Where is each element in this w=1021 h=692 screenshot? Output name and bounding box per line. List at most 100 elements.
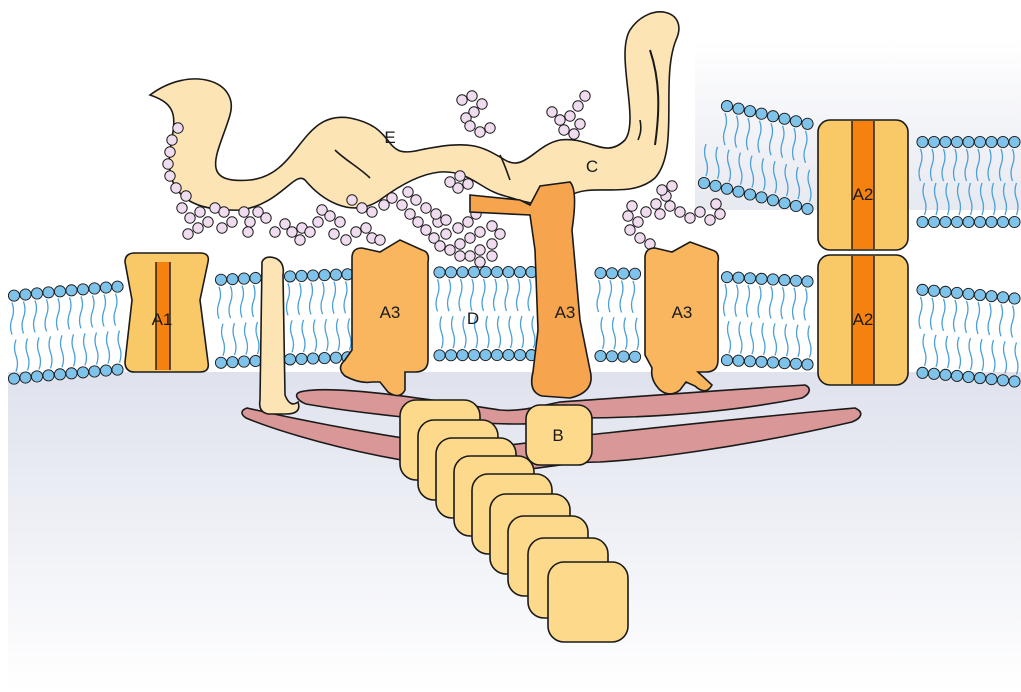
lipid-tail — [452, 316, 455, 348]
lipid-tail — [245, 323, 248, 355]
sugar-bead — [329, 229, 339, 239]
lipid-head — [917, 284, 928, 295]
channel-a1: A1 — [125, 253, 208, 372]
lipid-head — [767, 111, 778, 122]
lipid-tail — [45, 299, 48, 331]
sugar-bead — [457, 95, 467, 105]
lipid-head — [779, 357, 790, 368]
lipid-head — [940, 286, 951, 297]
lipid-tail — [34, 300, 37, 332]
sugar-bead — [270, 227, 280, 237]
lipid-tail — [222, 324, 225, 356]
lipid-head — [112, 281, 123, 292]
lipid-head — [319, 352, 330, 363]
lipid-head — [917, 216, 928, 227]
sugar-bead — [165, 147, 175, 157]
lipid-head — [618, 351, 629, 362]
lipid-head — [606, 268, 617, 279]
lipid-tail — [774, 323, 777, 355]
lipid-tail — [498, 316, 501, 348]
lipid-tail — [252, 285, 255, 317]
lipid-head — [468, 266, 479, 277]
lipid-head — [698, 177, 709, 188]
lipid-head — [503, 349, 514, 360]
sugar-bead — [715, 209, 725, 219]
sugar-bead — [675, 207, 685, 217]
sugar-bead — [171, 183, 181, 193]
sugar-bead — [487, 221, 497, 231]
lipid-head — [480, 266, 491, 277]
lipid-tail — [38, 337, 41, 369]
lipid-head — [963, 371, 974, 382]
lipid-tail — [601, 317, 604, 349]
sugar-bead — [559, 125, 569, 135]
sugar-bead — [367, 207, 377, 217]
lipid-head — [974, 372, 985, 383]
lipid-head — [434, 267, 445, 278]
lipid-tail — [482, 279, 485, 311]
lipid-head — [457, 267, 468, 278]
lipid-head — [733, 103, 744, 114]
sugar-bead — [217, 223, 227, 233]
lipid-head — [66, 368, 77, 379]
lipid-head — [974, 216, 985, 227]
sugar-bead — [387, 193, 397, 203]
lipid-tail — [919, 297, 922, 329]
lipid-head — [744, 273, 755, 284]
lipid-tail — [218, 287, 221, 319]
lipid-tail — [57, 298, 60, 330]
lipid-head — [744, 106, 755, 117]
lipid-tail — [942, 299, 945, 331]
label-a3-right: A3 — [672, 303, 693, 322]
sugar-bead — [569, 129, 579, 139]
lipid-head — [940, 216, 951, 227]
lipid-head — [710, 180, 721, 191]
lipid-head — [986, 291, 997, 302]
lipid-tail — [348, 318, 351, 350]
lipid-tail — [84, 333, 87, 365]
lipid-head — [296, 353, 307, 364]
lipid-tail — [229, 286, 232, 318]
lipid-head — [790, 200, 801, 211]
lipid-tail — [781, 287, 784, 319]
label-a3-left: A3 — [380, 303, 401, 322]
lipid-head — [917, 367, 928, 378]
sugar-bead — [227, 217, 237, 227]
lipid-tail — [49, 336, 52, 368]
lipid-tail — [620, 281, 623, 313]
lipid-head — [307, 270, 318, 281]
lipid-tail — [310, 282, 313, 314]
sugar-bead — [475, 227, 485, 237]
sugar-bead — [573, 101, 583, 111]
sugar-bead — [667, 181, 677, 191]
sugar-bead — [193, 223, 203, 233]
lipid-head — [779, 113, 790, 124]
lipid-tail — [636, 318, 639, 350]
sugar-bead — [467, 91, 477, 101]
lipid-head — [997, 136, 1008, 147]
lipid-tail — [80, 296, 83, 328]
lipid-head — [802, 276, 813, 287]
sugar-bead — [685, 213, 695, 223]
lipid-head — [733, 272, 744, 283]
sugar-bead — [287, 227, 297, 237]
sugar-bead — [295, 235, 305, 245]
lipid-tail — [632, 281, 635, 313]
lipid-tail — [797, 325, 800, 357]
lipid-head — [66, 285, 77, 296]
lipid-head — [951, 287, 962, 298]
lipid-head — [986, 216, 997, 227]
lipid-head — [733, 355, 744, 366]
lipid-head — [733, 186, 744, 197]
sugar-bead — [475, 245, 485, 255]
lipid-tail — [532, 316, 535, 348]
lipid-tail — [463, 316, 466, 348]
sugar-bead — [163, 159, 173, 169]
lipid-head — [238, 273, 249, 284]
lipid-tail — [785, 324, 788, 356]
sugar-bead — [463, 179, 473, 189]
lipid-head — [802, 359, 813, 370]
lipid-tail — [11, 303, 14, 335]
sugar-bead — [635, 233, 645, 243]
